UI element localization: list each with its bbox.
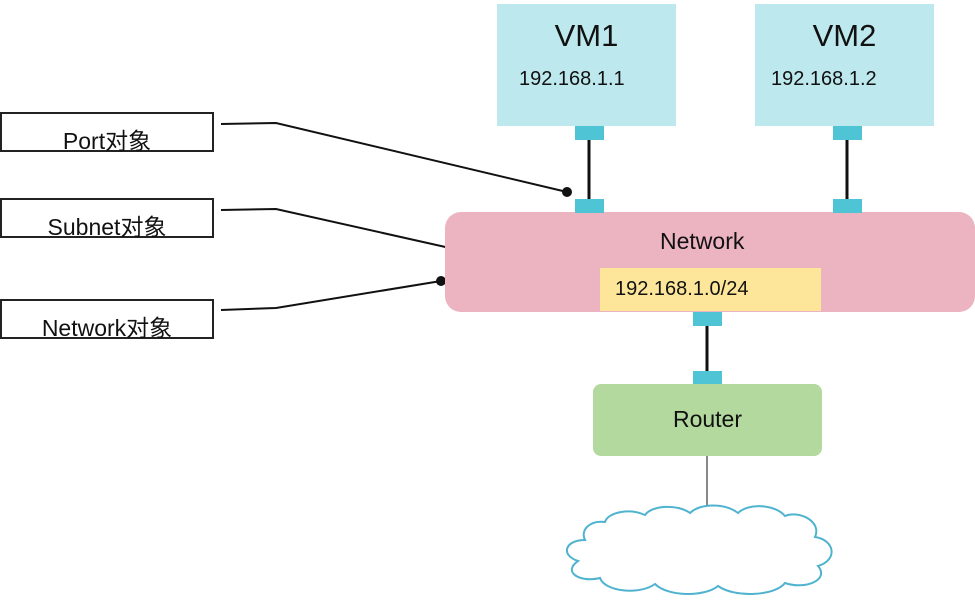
network-callout: Network对象 xyxy=(0,299,214,341)
cloud-icon xyxy=(566,504,833,595)
network-callout-label: Network对象 xyxy=(41,315,173,341)
subnet-box[interactable]: 192.168.1.0/24 xyxy=(600,268,821,311)
router-port-network xyxy=(693,312,722,326)
network-label: Network xyxy=(660,228,745,254)
vm1-port-network xyxy=(575,199,604,213)
port-leader-dot xyxy=(562,187,572,197)
vm2-box[interactable]: VM2 192.168.1.2 xyxy=(755,4,934,126)
vm2-title: VM2 xyxy=(812,18,877,53)
vm2-ip: 192.168.1.2 xyxy=(771,68,877,90)
network-leader xyxy=(220,280,442,311)
vm2-port-top xyxy=(833,126,862,140)
subnet-label: 192.168.1.0/24 xyxy=(615,278,749,300)
router-box[interactable]: Router xyxy=(593,384,822,456)
subnet-callout: Subnet对象 xyxy=(0,198,214,240)
port-leader xyxy=(220,121,568,193)
vm1-box[interactable]: VM1 192.168.1.1 xyxy=(497,4,676,126)
port-callout: Port对象 xyxy=(0,112,214,154)
vm1-ip: 192.168.1.1 xyxy=(519,68,625,90)
port-callout-label: Port对象 xyxy=(62,128,152,154)
router-label: Router xyxy=(672,406,743,432)
subnet-callout-label: Subnet对象 xyxy=(47,214,167,240)
router-port xyxy=(693,371,722,385)
vm1-port-top xyxy=(575,126,604,140)
network-leader-dot xyxy=(436,276,446,286)
vm1-title: VM1 xyxy=(554,18,619,53)
vm2-port-network xyxy=(833,199,862,213)
